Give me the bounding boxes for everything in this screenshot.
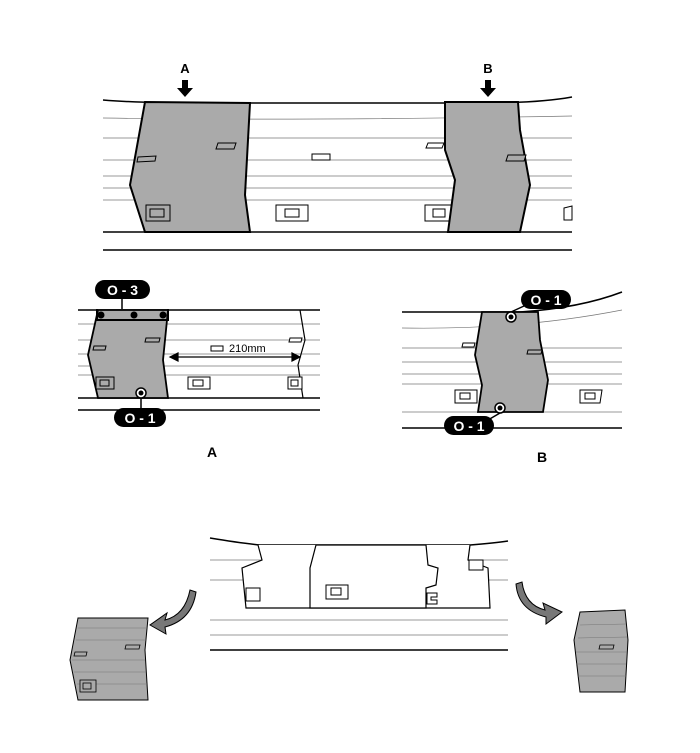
- callout-o3-badge: O - 3: [95, 280, 150, 299]
- detail-b-body-slots: [454, 342, 603, 404]
- clip-bracket-o3: [96, 297, 169, 321]
- body-slots: [275, 142, 573, 222]
- callout-o1-a-badge: O - 1: [114, 408, 166, 427]
- detail-b-cover-details: [526, 349, 543, 355]
- cover-strip-a: [128, 100, 252, 233]
- bottom-body-slots: [245, 559, 484, 605]
- arrow-b-icon: [480, 80, 496, 97]
- detail-a-caption: A: [207, 444, 217, 460]
- arrow-b-label: B: [483, 61, 492, 76]
- cover-strip-b-details: [505, 154, 527, 162]
- clip-o1-b-top: [505, 305, 525, 323]
- arrow-a-icon: [177, 80, 193, 97]
- callout-o1-b-bottom-badge: O - 1: [444, 416, 494, 435]
- detail-b-caption: B: [537, 449, 547, 465]
- top-bumper-view: A B: [102, 61, 573, 251]
- clip-o1-a: [135, 387, 147, 409]
- callout-o1-a-label: O - 1: [124, 410, 155, 426]
- arrow-a-label: A: [180, 61, 190, 76]
- detail-b-cover: [474, 311, 549, 413]
- detail-a-cover-details: [92, 337, 161, 390]
- clip-o1-b-bottom: [487, 402, 506, 421]
- curved-arrow-left-icon: [149, 589, 197, 635]
- cover-strip-a-details: [136, 142, 237, 222]
- callout-o1-b-bottom-label: O - 1: [453, 418, 484, 434]
- detail-a-view: O - 3 O - 1 210mm A: [78, 280, 320, 460]
- dimension-line-a: [168, 352, 302, 362]
- detail-a-body-slots: [187, 337, 303, 390]
- callout-o1-b-top-label: O - 1: [530, 292, 561, 308]
- bottom-removal-view: [69, 537, 629, 701]
- cover-strip-b: [444, 101, 532, 233]
- dimension-label-a: 210mm: [229, 343, 266, 355]
- callout-o1-b-top-badge: O - 1: [521, 290, 571, 309]
- curved-arrow-right-icon: [515, 581, 563, 625]
- removed-cover-left: [69, 617, 149, 701]
- removed-cover-right: [573, 609, 629, 693]
- detail-b-view: O - 1 O - 1 B: [401, 290, 623, 465]
- callout-o3-label: O - 3: [107, 282, 138, 298]
